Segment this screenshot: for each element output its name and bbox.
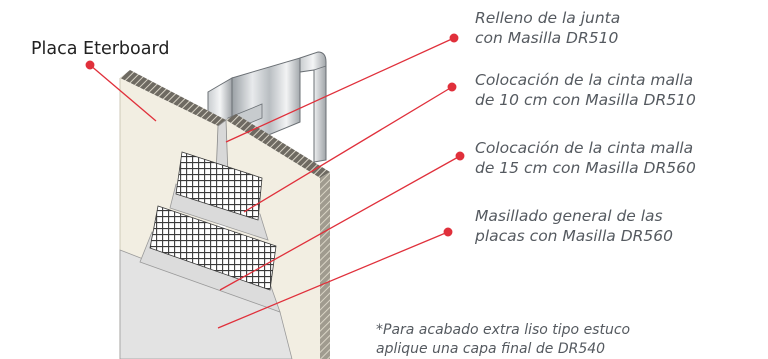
leader-dot-1 (449, 33, 459, 43)
leader-dot-2 (447, 82, 457, 92)
mesh-tape-10cm (175, 151, 263, 221)
finish-note: *Para acabado extra liso tipo estuco apl… (376, 321, 630, 359)
callout-line: Masillado general de las (475, 207, 663, 225)
leader-dot-3 (455, 151, 465, 161)
callout-line: Colocación de la cinta malla (475, 139, 694, 157)
callout-line: de 15 cm con Masilla DR560 (475, 159, 696, 177)
note-line: *Para acabado extra liso tipo estuco (376, 322, 631, 338)
leader-2 (243, 86, 453, 213)
leader-4 (217, 231, 449, 329)
callout-line: Relleno de la junta (475, 9, 621, 27)
title-label: Placa Eterboard (31, 39, 170, 59)
callout-line: de 10 cm con Masilla DR510 (475, 91, 696, 109)
mesh-tape-15cm (149, 205, 277, 291)
leader-3 (219, 155, 461, 291)
leader-dot-4 (443, 227, 453, 237)
note-line: aplique una capa final de DR540 (376, 341, 606, 357)
leader-lines (85, 33, 465, 329)
callout-10cm-tape: Colocación de la cinta malla de 10 cm co… (475, 70, 696, 110)
callout-15cm-tape: Colocación de la cinta malla de 15 cm co… (475, 138, 696, 178)
callout-line: con Masilla DR510 (475, 29, 619, 47)
callout-general-compound: Masillado general de las placas con Masi… (475, 206, 673, 246)
callout-line: Colocación de la cinta malla (475, 71, 694, 89)
leader-dot-title (85, 60, 95, 70)
leader-title (89, 64, 157, 122)
leader-1 (225, 37, 455, 143)
callout-joint-filling: Relleno de la junta con Masilla DR510 (475, 8, 620, 48)
callout-line: placas con Masilla DR560 (475, 227, 674, 245)
